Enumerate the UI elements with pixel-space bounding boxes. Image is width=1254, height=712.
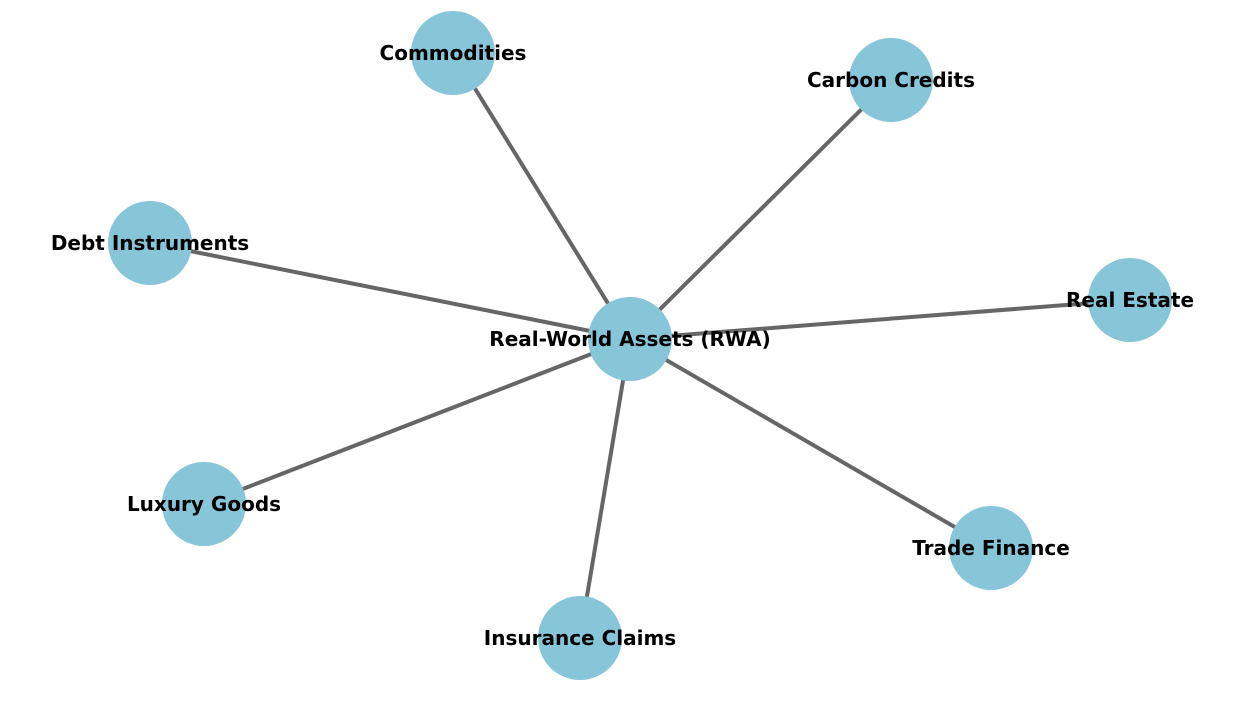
node-carbon-credits [849, 38, 933, 122]
label-debt-instruments: Debt Instruments [51, 231, 249, 255]
edge-hub-debt-instruments [148, 241, 632, 341]
label-trade-finance: Trade Finance [912, 536, 1070, 560]
edge-hub-carbon-credits [628, 78, 893, 341]
label-hub: Real-World Assets (RWA) [489, 327, 770, 351]
label-commodities: Commodities [380, 41, 527, 65]
labels-layer: Real-World Assets (RWA) CommoditiesCarbon… [51, 41, 1194, 650]
edge-hub-trade-finance [628, 337, 993, 550]
node-trade-finance [949, 506, 1033, 590]
node-insurance-claims [538, 596, 622, 680]
node-debt-instruments [108, 201, 192, 285]
nodes-layer [108, 11, 1172, 680]
label-real-estate: Real Estate [1066, 288, 1194, 312]
edges-layer [148, 51, 1132, 640]
edge-hub-insurance-claims [578, 337, 632, 640]
node-commodities [411, 11, 495, 95]
label-carbon-credits: Carbon Credits [807, 68, 975, 92]
node-hub [588, 297, 672, 381]
edge-hub-commodities [451, 51, 632, 341]
edge-hub-luxury-goods [202, 337, 632, 506]
edge-hub-real-estate [628, 298, 1132, 341]
label-luxury-goods: Luxury Goods [127, 492, 281, 516]
label-insurance-claims: Insurance Claims [484, 626, 676, 650]
node-luxury-goods [162, 462, 246, 546]
node-real-estate [1088, 258, 1172, 342]
